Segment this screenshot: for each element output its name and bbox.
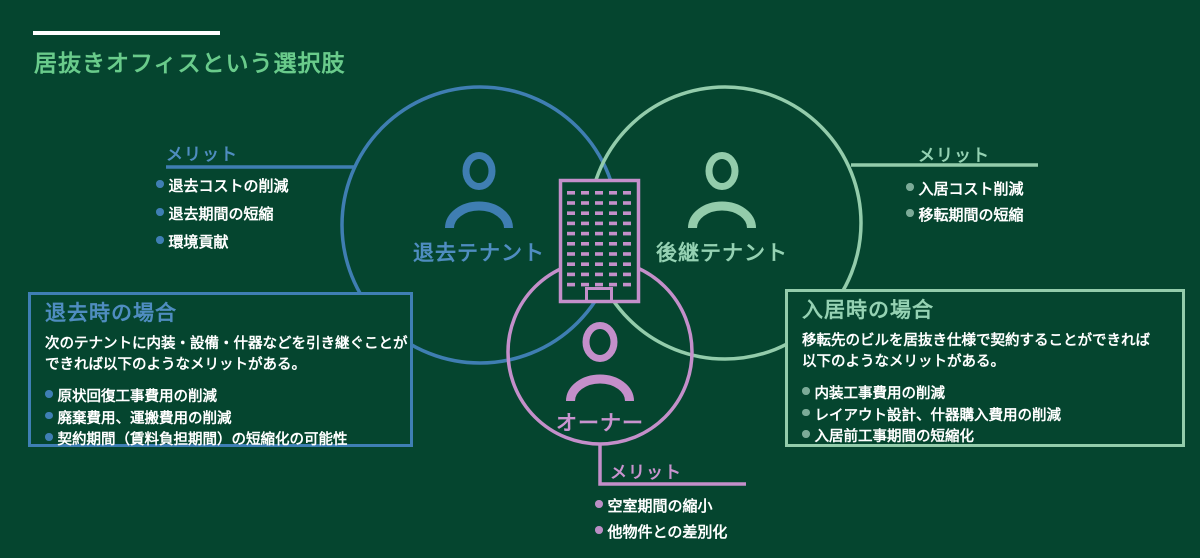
list-item: 原状回復工事費用の削減 xyxy=(45,385,400,407)
moving-in-case-heading: 入居時の場合 xyxy=(802,299,934,322)
moving-in-case-list: 内装工事費用の削減 レイアウト設計、什器購入費用の削減 入居前工事期間の短縮化 xyxy=(802,382,1172,447)
list-item: 退去期間の短縮 xyxy=(156,203,289,231)
list-item-label: 空室期間の縮小 xyxy=(607,498,713,515)
succeeding-tenant-person-icon xyxy=(688,152,756,229)
list-item-label: 退去コストの削減 xyxy=(168,178,289,195)
list-item-label: レイアウト設計、什器購入費用の削減 xyxy=(814,407,1062,424)
list-item-label: 他物件との差別化 xyxy=(607,524,728,541)
list-item: 退去コストの削減 xyxy=(156,175,289,203)
leaving-case-heading: 退去時の場合 xyxy=(45,302,177,325)
list-item-label: 退去期間の短縮 xyxy=(168,206,274,223)
succeeding-merit-heading: メリット xyxy=(918,146,990,165)
bullet-icon xyxy=(595,526,603,534)
owner-merit-heading: メリット xyxy=(610,463,682,482)
succeeding-tenant-label: 後継テナント xyxy=(656,242,788,265)
building-windows xyxy=(567,191,631,287)
list-item-label: 移転期間の短縮 xyxy=(918,207,1024,224)
owner-merit-list: 空室期間の縮小 他物件との差別化 xyxy=(595,495,727,547)
body-line: 次のテナントに内装・設備・什器などを引き継ぐことが xyxy=(45,336,408,352)
bullet-icon xyxy=(156,180,164,188)
list-item-label: 契約期間（賃料負担期間）の短縮化の可能性 xyxy=(57,432,348,448)
leaving-merit-heading: メリット xyxy=(166,145,238,164)
bullet-icon xyxy=(156,236,164,244)
moving-in-case-box: 入居時の場合 移転先のビルを居抜き仕様で契約することができれば 以下のようなメリ… xyxy=(785,289,1185,447)
leaving-merit-list: 退去コストの削減 退去期間の短縮 環境貢献 xyxy=(156,175,289,259)
list-item: 空室期間の縮小 xyxy=(595,495,727,521)
list-item-label: 内装工事費用の削減 xyxy=(814,386,946,402)
bullet-icon xyxy=(906,183,914,191)
leaving-case-list: 原状回復工事費用の削減 廃棄費用、運搬費用の削減 契約期間（賃料負担期間）の短縮… xyxy=(45,385,400,450)
office-building-icon xyxy=(558,178,641,304)
leaving-case-box: 退去時の場合 次のテナントに内装・設備・什器などを引き継ぐことが できれば以下の… xyxy=(28,292,413,450)
bullet-icon xyxy=(45,433,53,441)
bullet-icon xyxy=(802,387,810,395)
bullet-icon xyxy=(802,408,810,416)
bullet-icon xyxy=(156,208,164,216)
leaving-case-body: 次のテナントに内装・設備・什器などを引き継ぐことが できれば以下のようなメリット… xyxy=(45,334,408,376)
list-item: 契約期間（賃料負担期間）の短縮化の可能性 xyxy=(45,428,400,450)
body-line: できれば以下のようなメリットがある。 xyxy=(45,357,306,373)
leaving-tenant-label: 退去テナント xyxy=(413,242,545,265)
list-item: 入居コスト削減 xyxy=(906,178,1024,204)
list-item-label: 入居前工事期間の短縮化 xyxy=(814,429,975,445)
owner-merit-connector-line xyxy=(598,444,746,486)
list-item: 他物件との差別化 xyxy=(595,521,727,547)
bullet-icon xyxy=(802,430,810,438)
body-line: 以下のようなメリットがある。 xyxy=(802,354,1005,370)
page-title: 居抜きオフィスという選択肢 xyxy=(34,50,346,76)
leaving-tenant-person-icon xyxy=(445,152,513,229)
owner-label: オーナー xyxy=(556,412,644,435)
list-item-label: 廃棄費用、運搬費用の削減 xyxy=(57,410,232,427)
bullet-icon xyxy=(45,390,53,398)
list-item: 内装工事費用の削減 xyxy=(802,382,1172,404)
bullet-icon xyxy=(595,500,603,508)
bullet-icon xyxy=(906,209,914,217)
list-item-label: 環境貢献 xyxy=(168,234,229,251)
list-item: 移転期間の短縮 xyxy=(906,204,1024,230)
list-item-label: 入居コスト削減 xyxy=(918,181,1024,198)
list-item: 入居前工事期間の短縮化 xyxy=(802,425,1172,447)
succeeding-merit-list: 入居コスト削減 移転期間の短縮 xyxy=(906,178,1024,230)
list-item: 廃棄費用、運搬費用の削減 xyxy=(45,407,400,429)
title-rule xyxy=(33,31,220,35)
list-item-label: 原状回復工事費用の削減 xyxy=(57,389,218,405)
bullet-icon xyxy=(45,411,53,419)
list-item: 環境貢献 xyxy=(156,231,289,259)
list-item: レイアウト設計、什器購入費用の削減 xyxy=(802,404,1172,426)
moving-in-case-body: 移転先のビルを居抜き仕様で契約することができれば 以下のようなメリットがある。 xyxy=(802,331,1172,373)
body-line: 移転先のビルを居抜き仕様で契約することができれば xyxy=(802,333,1150,349)
owner-person-icon xyxy=(566,322,634,402)
